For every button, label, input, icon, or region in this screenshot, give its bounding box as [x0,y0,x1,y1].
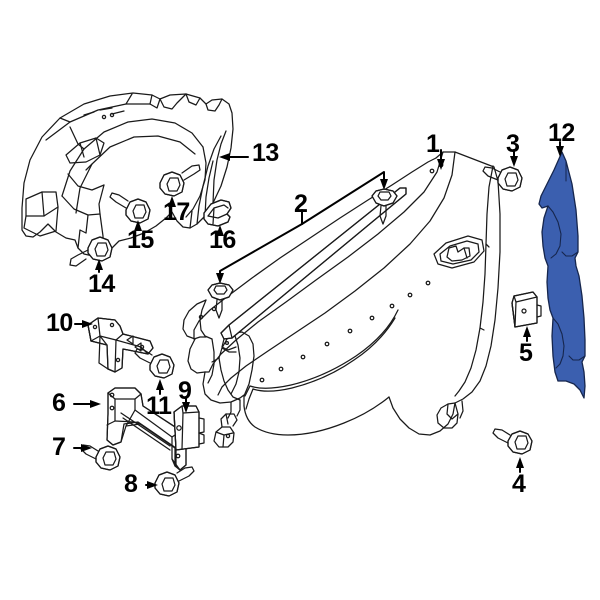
part-rear-bracket [511,291,542,328]
callout-3[interactable]: 3 [506,130,520,158]
callout-5[interactable]: 5 [519,339,533,367]
callout-14[interactable]: 14 [88,270,115,298]
callout-7[interactable]: 7 [52,433,66,461]
callout-4[interactable]: 4 [512,470,526,498]
leader-lines [73,141,564,489]
fastener-pin-14 [69,236,113,267]
part-fender-upper-seal [220,187,407,351]
fastener-bolt-7 [80,444,121,471]
part-side-bracket [173,405,205,451]
callout-8[interactable]: 8 [124,470,138,498]
callout-6[interactable]: 6 [52,389,66,417]
callout-12[interactable]: 12 [548,119,575,147]
part-upper-mounting-bracket [87,317,154,373]
part-fender-panel [182,151,501,448]
fastener-pin-17 [159,164,201,197]
part-wheelhouse-liner [21,92,234,257]
callout-9[interactable]: 9 [178,377,192,405]
callout-17[interactable]: 17 [163,198,190,226]
fastener-clip-16 [203,199,232,227]
callout-15[interactable]: 15 [127,226,154,254]
callout-10[interactable]: 10 [46,309,73,337]
callout-1[interactable]: 1 [426,130,440,158]
fastener-bolt-4 [492,428,533,455]
fastener-bolt-11 [134,348,175,379]
callout-11[interactable]: 11 [146,392,172,420]
fastener-bolt-8 [154,466,195,497]
fastener-push-pin-b [207,282,234,319]
fastener-pin-15 [109,192,151,224]
callout-16[interactable]: 16 [209,226,236,254]
part-fender-liner-extension-highlight [538,151,586,399]
callout-2[interactable]: 2 [294,190,308,218]
fastener-bolt-3 [482,166,523,192]
fastener-push-pin-a [371,188,398,225]
callout-13[interactable]: 13 [252,139,279,167]
